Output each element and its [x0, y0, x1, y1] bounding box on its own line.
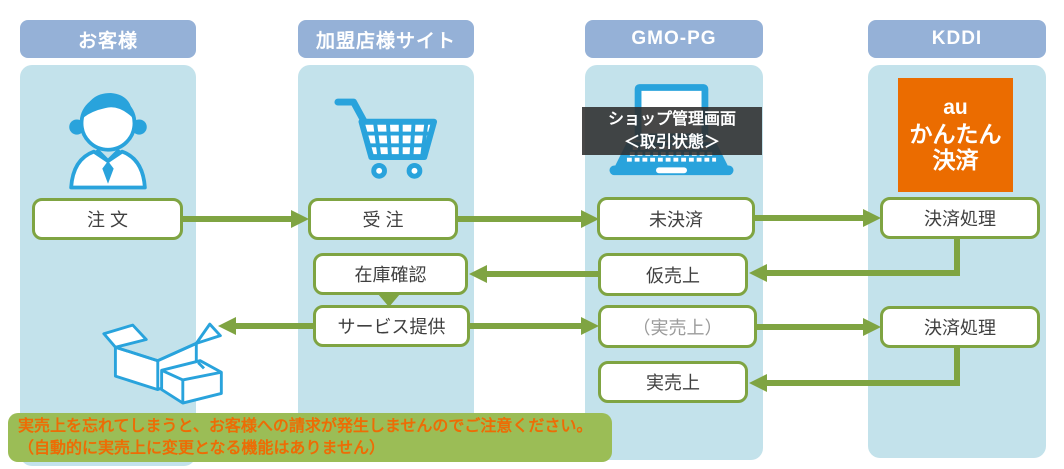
warning-note: 実売上を忘れてしまうと、お客様への請求が発生しませんのでご注意ください。 （自動… [8, 413, 612, 462]
header-merchant: 加盟店様サイト [298, 20, 474, 58]
flow-box-pay1: 決済処理 [880, 197, 1040, 239]
au-logo-line1: au [943, 96, 968, 120]
flow-box-provisional: 仮売上 [598, 253, 748, 296]
flow-box-order: 注 文 [32, 198, 183, 240]
flow-box-actual-paren: （実売上） [598, 305, 757, 348]
shop-admin-overlay: ショップ管理画面 ＜取引状態＞ [582, 107, 762, 155]
boxes-icon [102, 322, 223, 405]
warning-note-line2: （自動的に実売上に変更となる機能はありません） [18, 439, 386, 457]
flow-box-actual: 実売上 [598, 361, 748, 403]
shop-admin-overlay-line2: ＜取引状態＞ [623, 134, 720, 151]
cart-icon [334, 98, 438, 179]
flow-box-unsettled: 未決済 [597, 197, 755, 240]
au-logo: au かんたん 決済 [898, 78, 1013, 192]
au-logo-line3: 決済 [932, 147, 979, 174]
person-icon [69, 92, 147, 190]
flow-box-accept: 受 注 [308, 198, 458, 240]
header-customer: お客様 [20, 20, 196, 58]
flow-box-pay2: 決済処理 [880, 306, 1040, 348]
header-gmopg: GMO-PG [585, 20, 763, 58]
warning-note-line1: 実売上を忘れてしまうと、お客様への請求が発生しませんのでご注意ください。 [18, 418, 593, 435]
flow-box-service: サービス提供 [313, 305, 470, 347]
header-kddi: KDDI [868, 20, 1046, 58]
au-logo-line2: かんたん [909, 120, 1002, 147]
flow-box-stock: 在庫確認 [313, 253, 468, 295]
shop-admin-overlay-line1: ショップ管理画面 [607, 110, 736, 128]
